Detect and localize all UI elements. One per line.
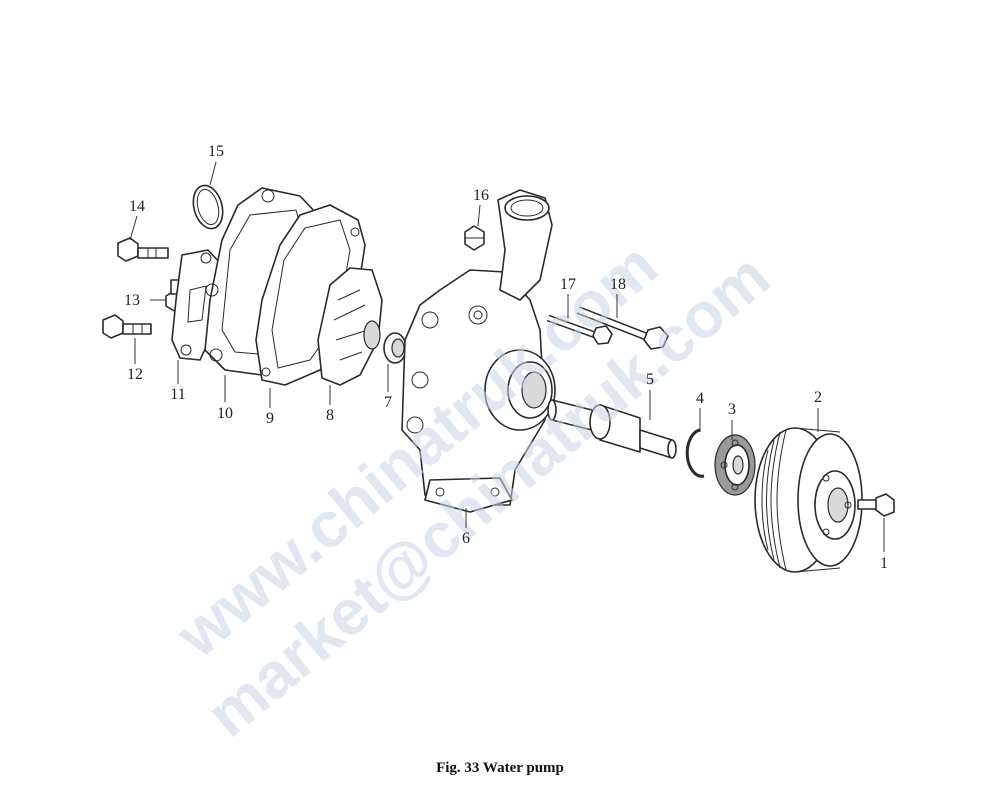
part-8-impeller bbox=[317, 267, 383, 386]
callout-5: 5 bbox=[646, 371, 654, 388]
part-12-bolt bbox=[102, 314, 152, 339]
part-1-bolt bbox=[857, 493, 895, 517]
part-6-pump-housing bbox=[401, 189, 556, 513]
callout-9: 9 bbox=[266, 410, 274, 427]
figure-caption: Fig. 33 Water pump bbox=[436, 760, 564, 776]
callout-15: 15 bbox=[208, 143, 224, 160]
part-3-hub-flange bbox=[714, 434, 756, 496]
part-7-seal bbox=[383, 332, 407, 364]
callout-7: 7 bbox=[384, 394, 392, 411]
callout-12: 12 bbox=[127, 366, 143, 383]
part-17-stud bbox=[546, 314, 613, 345]
callout-10: 10 bbox=[217, 405, 233, 422]
callout-labels: 1 2 3 4 5 6 7 8 9 10 11 12 13 14 15 16 1… bbox=[124, 143, 888, 572]
part-5-shaft-bearing bbox=[547, 399, 677, 459]
callout-1: 1 bbox=[880, 555, 888, 572]
callout-14: 14 bbox=[129, 198, 145, 215]
callout-17: 17 bbox=[560, 276, 576, 293]
part-15-o-ring bbox=[192, 184, 224, 230]
leader-lines bbox=[129, 161, 885, 552]
callout-16: 16 bbox=[473, 187, 489, 204]
part-2-pulley bbox=[754, 427, 863, 573]
callout-18: 18 bbox=[610, 276, 626, 293]
callout-11: 11 bbox=[170, 386, 185, 403]
callout-8: 8 bbox=[326, 407, 334, 424]
callout-3: 3 bbox=[728, 401, 736, 418]
callout-4: 4 bbox=[696, 390, 704, 407]
callout-6: 6 bbox=[462, 530, 470, 547]
part-14-bolt bbox=[117, 237, 169, 262]
part-18-bolt bbox=[576, 306, 669, 350]
callout-2: 2 bbox=[814, 389, 822, 406]
callout-13: 13 bbox=[124, 292, 140, 309]
part-4-snap-ring bbox=[685, 428, 705, 478]
part-16-plug bbox=[464, 225, 485, 251]
